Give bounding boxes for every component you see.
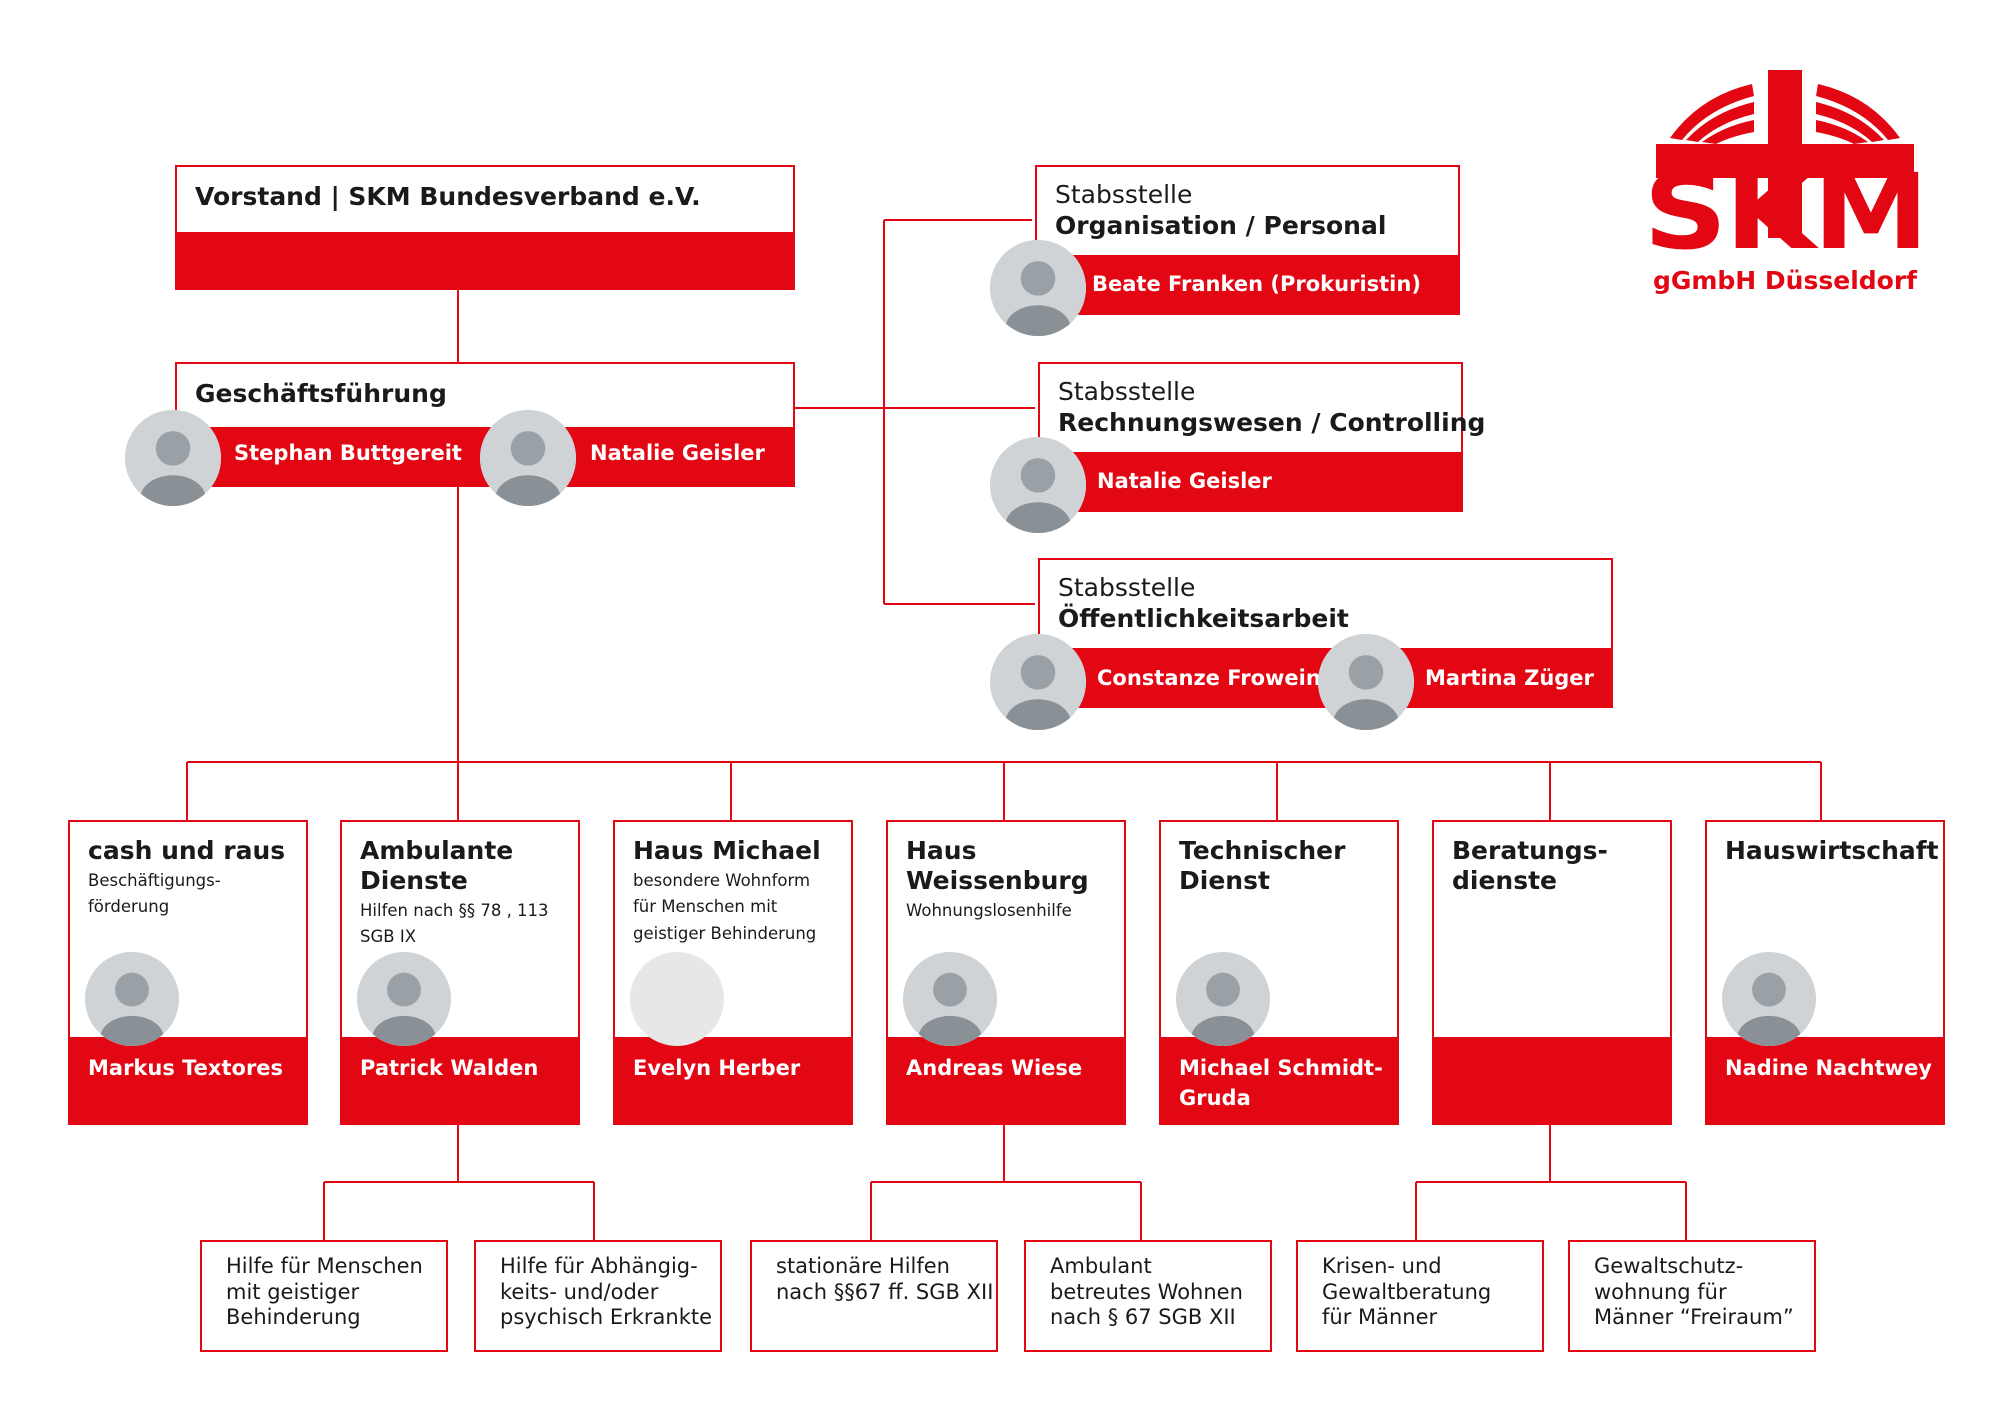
stab-personal-box: Stabsstelle Organisation / Personal Beat… xyxy=(1035,165,1460,315)
department-name: Beratungs- dienste xyxy=(1452,836,1608,895)
stab-personal-title: Organisation / Personal xyxy=(1055,211,1387,240)
subunit-box: Gewaltschutz- wohnung für Männer “Freira… xyxy=(1568,1240,1816,1352)
department-description: Wohnungslosenhilfe xyxy=(906,901,1072,920)
subunit-box: stationäre Hilfen nach §§67 ff. SGB XII xyxy=(750,1240,998,1352)
department-person: Nadine Nachtwey xyxy=(1725,1056,1932,1080)
department-name: Haus Weissenburg xyxy=(906,836,1089,895)
photo-natalie-geisler-stab xyxy=(990,437,1086,533)
photo-stephan-buttgereit xyxy=(125,410,221,506)
subunit-box: Ambulant betreutes Wohnen nach § 67 SGB … xyxy=(1024,1240,1272,1352)
person-photo-icon xyxy=(357,952,451,1046)
department-name: Haus Michael xyxy=(633,836,821,865)
gf-person-2: Natalie Geisler xyxy=(590,441,765,465)
gf-person-1: Stephan Buttgereit xyxy=(234,441,462,465)
department-person: Markus Textores xyxy=(88,1056,284,1080)
skm-logo: SKM gGmbH Düsseldorf xyxy=(1643,68,1929,308)
gf-title: Geschäftsführung xyxy=(195,379,447,408)
logo-wordmark: SKM xyxy=(1643,151,1929,273)
department-person: Michael Schmidt-Gruda xyxy=(1179,1056,1383,1111)
department-name: Technischer Dienst xyxy=(1179,836,1346,895)
department-person: Evelyn Herber xyxy=(633,1056,801,1080)
stab-personal-label: Stabsstelle xyxy=(1055,180,1193,209)
stab-oeff-label: Stabsstelle xyxy=(1058,573,1196,602)
department-box: Beratungs- dienste xyxy=(1432,820,1672,1125)
department-name: Hauswirtschaft xyxy=(1725,836,1939,865)
person-photo-icon xyxy=(1176,952,1270,1046)
photo-martina-zueger xyxy=(1318,634,1414,730)
subunit-box: Hilfe für Menschen mit geistiger Behinde… xyxy=(200,1240,448,1352)
stab-personal-person: Beate Franken (Prokuristin) xyxy=(1092,272,1421,296)
department-name: cash und raus xyxy=(88,836,286,865)
stab-oeff-person-1: Constanze Frowein xyxy=(1097,666,1321,690)
department-description: Hilfen nach §§ 78 , 113 SGB IX xyxy=(360,901,549,947)
stab-rechnung-box: Stabsstelle Rechnungswesen / Controlling… xyxy=(1038,362,1485,512)
stab-oeff-person-2: Martina Züger xyxy=(1425,666,1594,690)
photo-natalie-geisler-gf xyxy=(480,410,576,506)
department-description: Beschäftigungs- förderung xyxy=(88,871,221,917)
department-description: besondere Wohnform für Menschen mit geis… xyxy=(633,871,817,943)
stab-rechnung-label: Stabsstelle xyxy=(1058,377,1196,406)
department-box: Haus Michael besondere Wohnform für Mensc… xyxy=(613,820,853,1125)
department-person: Patrick Walden xyxy=(360,1056,539,1080)
subunit-box: Krisen- und Gewaltberatung für Männer xyxy=(1296,1240,1544,1352)
department-person: Andreas Wiese xyxy=(906,1056,1083,1080)
photo-beate-franken xyxy=(990,240,1086,336)
subunit-box: Hilfe für Abhängig- keits- und/oder psyc… xyxy=(474,1240,722,1352)
person-photo-icon xyxy=(85,952,179,1046)
person-photo-icon xyxy=(630,952,724,1046)
stab-oeff-title: Öffentlichkeitsarbeit xyxy=(1058,604,1349,633)
photo-constanze-frowein xyxy=(990,634,1086,730)
department-name: Ambulante Dienste xyxy=(360,836,514,895)
geschaeftsfuehrung-box: Geschäftsführung Stephan Buttgereit Nata… xyxy=(175,362,795,487)
person-photo-icon xyxy=(903,952,997,1046)
vorstand-title: Vorstand | SKM Bundesverband e.V. xyxy=(195,182,701,211)
stab-rechnung-title: Rechnungswesen / Controlling xyxy=(1058,408,1486,437)
stab-rechnung-person: Natalie Geisler xyxy=(1097,469,1272,493)
vorstand-box: Vorstand | SKM Bundesverband e.V. xyxy=(175,165,795,290)
person-photo-icon xyxy=(1722,952,1816,1046)
logo-subtitle: gGmbH Düsseldorf xyxy=(1652,266,1918,295)
skm-cross-logo-icon xyxy=(1656,70,1914,238)
